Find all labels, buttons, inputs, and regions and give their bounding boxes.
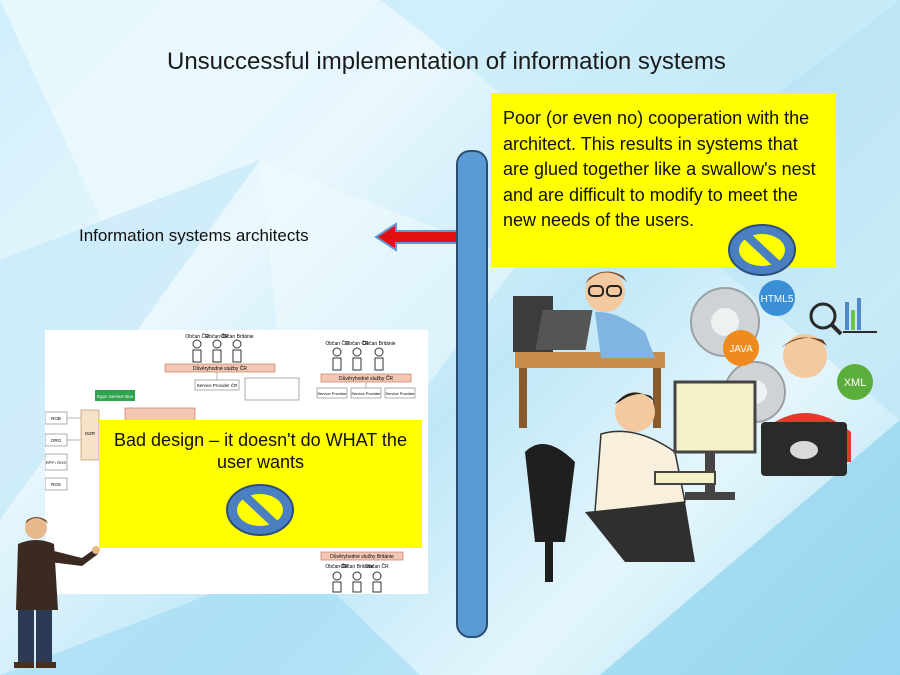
diagram-citizen-label: Občan ČR	[205, 333, 229, 340]
diagram-citizen-label: Občan ČR	[185, 333, 209, 340]
diagram-service-box: Service Provider	[385, 391, 415, 396]
cooperation-note: Poor (or even no) cooperation with the a…	[491, 93, 836, 267]
diagram-citizen-label: Občan Británie	[362, 341, 395, 347]
diagram-side-box: ROB	[51, 416, 61, 421]
badge-xml: XML	[844, 377, 867, 389]
diagram-citizen-label: Občan ČR	[325, 340, 349, 347]
diagram-citizen-label: Občan ČR	[345, 340, 369, 347]
diagram-citizen-label: Občan ČR	[325, 563, 349, 570]
diagram-vertical-label: ISZR	[85, 431, 96, 436]
developers-illustration: HTML5 JAVA XML	[513, 271, 877, 582]
badge-html5: HTML5	[761, 294, 794, 305]
diagram-header-top: Důvěryhodné služby ČR	[193, 365, 247, 372]
prohibition-icon-right	[728, 224, 796, 276]
diagram-citizen-label: Občan ČR	[365, 563, 389, 570]
cooperation-note-text: Poor (or even no) cooperation with the a…	[503, 108, 816, 230]
slide-title: Unsuccessful implementation of informati…	[167, 48, 726, 75]
architects-label: Information systems architects	[79, 226, 309, 245]
diagram-side-box: RPP / ROS	[46, 460, 66, 465]
prohibition-icon-left	[226, 484, 294, 536]
diagram-service-box: Service Provider ČR	[197, 382, 239, 388]
diagram-service-box: Service Provider	[351, 391, 381, 396]
diagram-side-box: ROS	[51, 482, 61, 487]
badge-java: JAVA	[729, 344, 753, 355]
diagram-header-right: Důvěryhodné služby ČR	[339, 375, 393, 382]
left-arrow-icon	[374, 222, 459, 252]
presenter-figure	[14, 517, 100, 668]
diagram-citizen-label: Občan Británie	[340, 564, 373, 570]
vertical-divider-bar	[456, 150, 488, 638]
diagram-header-bottom: Důvěryhodné služby Británie	[330, 553, 394, 560]
diagram-side-box: ORG	[51, 438, 62, 443]
diagram-service-box: Service Provider	[317, 391, 347, 396]
diagram-eigen-box: Egon Service Bus	[97, 394, 134, 399]
diagram-citizen-label: Občan Británie	[220, 334, 253, 340]
bad-design-note-text: Bad design – it doesn't do WHAT the user…	[114, 430, 407, 472]
